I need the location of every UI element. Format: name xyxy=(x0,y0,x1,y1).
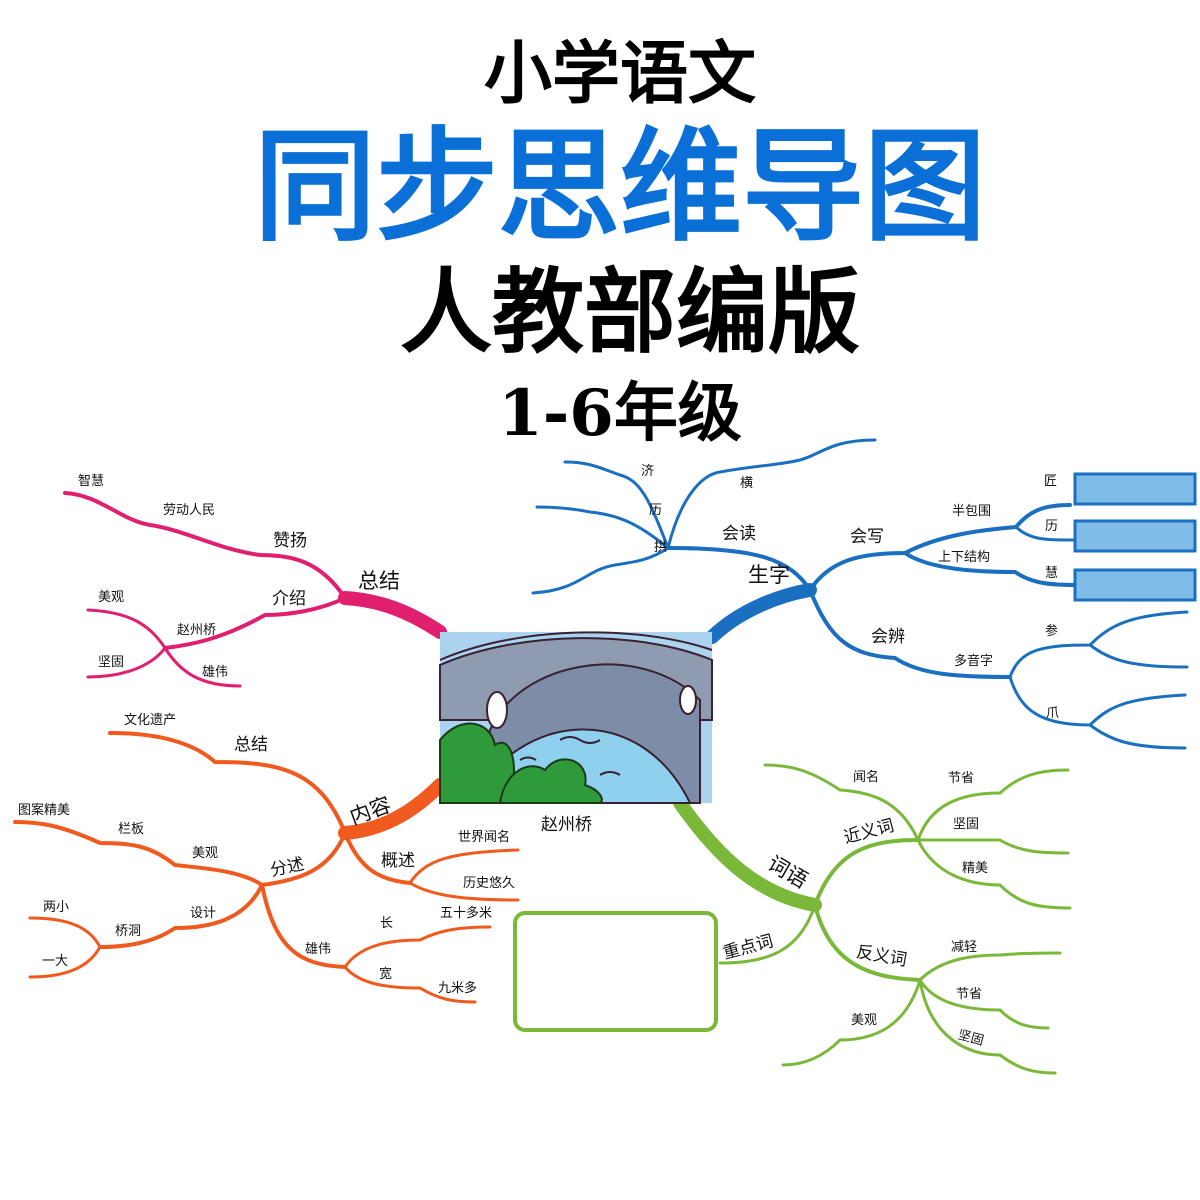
branch-content-orange xyxy=(13,731,520,1004)
branch-words-green xyxy=(673,763,1072,1075)
node-label: 减轻 xyxy=(951,940,977,955)
node-label: 坚固 xyxy=(956,1028,985,1049)
labels-pink: 总结 赞扬 劳动人民 智慧 介绍 赵州桥 美观 坚固 雄伟 xyxy=(78,473,400,680)
node-label: 设计 xyxy=(190,906,216,921)
node-label: 九米多 xyxy=(438,980,477,996)
node-label: 多音字 xyxy=(954,653,993,669)
node-label: 雄伟 xyxy=(202,665,228,680)
node-label: 栏板 xyxy=(118,822,144,837)
node-label: 半包围 xyxy=(952,504,991,519)
node-label: 智慧 xyxy=(78,473,104,489)
node-label: 图案精美 xyxy=(18,803,70,818)
node-label: 爪 xyxy=(1046,706,1059,721)
blank-answer-box[interactable] xyxy=(513,911,718,1032)
node-label: 会读 xyxy=(722,524,756,544)
node-label: 历史悠久 xyxy=(463,876,515,891)
labels-green: 词语 近义词 闻名 节省 坚固 精美 重点词 反义词 减轻 节省 坚固 美观 xyxy=(721,769,988,1049)
node-label: 重点词 xyxy=(721,931,775,964)
node-label: 生字 xyxy=(748,563,790,587)
node-label: 拱 xyxy=(654,540,667,555)
node-label: 总结 xyxy=(234,735,268,755)
node-label: 美观 xyxy=(98,590,124,605)
zhaozhou-bridge-illustration xyxy=(439,631,713,804)
node-label: 上下结构 xyxy=(938,550,990,565)
node-label: 会写 xyxy=(850,527,884,547)
node-label: 介绍 xyxy=(272,589,306,609)
center-label: 赵州桥 xyxy=(541,815,592,835)
node-label: 雄伟 xyxy=(305,942,331,957)
node-label: 宽 xyxy=(379,966,392,982)
blank-answer-boxes xyxy=(1073,472,1197,602)
node-label: 两小 xyxy=(43,900,69,915)
node-label: 历 xyxy=(1045,519,1058,534)
node-label: 世界闻名 xyxy=(458,829,510,845)
title-main: 同步思维导图 xyxy=(254,116,986,258)
title-edition: 人教部编版 xyxy=(399,258,860,366)
node-label: 节省 xyxy=(948,771,974,786)
node-label: 反义词 xyxy=(855,942,909,971)
answer-box[interactable] xyxy=(1073,568,1197,602)
node-label: 概述 xyxy=(381,851,415,871)
branch-summary-pink xyxy=(63,491,447,688)
node-label: 美观 xyxy=(851,1013,877,1028)
title-subject: 小学语文 xyxy=(483,34,756,114)
node-label: 横 xyxy=(740,476,753,491)
node-label: 劳动人民 xyxy=(163,502,215,518)
branch-characters-blue xyxy=(531,438,1189,750)
node-label: 赞扬 xyxy=(273,531,307,551)
labels-orange: 内容 总结 文化遗产 分述 美观 栏板 图案精美 设计 桥洞 两小 一大 雄伟 … xyxy=(18,713,515,996)
node-label: 精美 xyxy=(962,861,988,876)
node-label: 闻名 xyxy=(853,769,879,785)
node-label: 慧 xyxy=(1045,565,1058,581)
node-label: 文化遗产 xyxy=(124,713,176,728)
node-label: 坚固 xyxy=(953,817,979,832)
node-label: 历 xyxy=(649,503,662,518)
node-label: 会辨 xyxy=(871,627,905,647)
labels-blue: 生字 会读 济 历 拱 横 会写 半包围 上下结构 匠 历 慧 会辨 多音字 参… xyxy=(641,464,1059,721)
node-label: 长 xyxy=(380,916,393,931)
node-label: 赵州桥 xyxy=(177,623,216,638)
node-label: 总结 xyxy=(358,569,400,593)
node-label: 桥洞 xyxy=(115,924,141,939)
node-label: 一大 xyxy=(42,954,68,969)
node-label: 美观 xyxy=(192,846,218,861)
node-label: 济 xyxy=(641,464,654,479)
node-label: 坚固 xyxy=(98,655,124,670)
node-label: 匠 xyxy=(1044,474,1057,489)
node-label: 参 xyxy=(1045,623,1058,639)
title-grades: 1-6年级 xyxy=(498,376,742,451)
answer-box[interactable] xyxy=(1073,472,1197,506)
node-label: 五十多米 xyxy=(440,905,492,921)
answer-box[interactable] xyxy=(1073,519,1197,553)
node-label: 节省 xyxy=(956,987,982,1002)
